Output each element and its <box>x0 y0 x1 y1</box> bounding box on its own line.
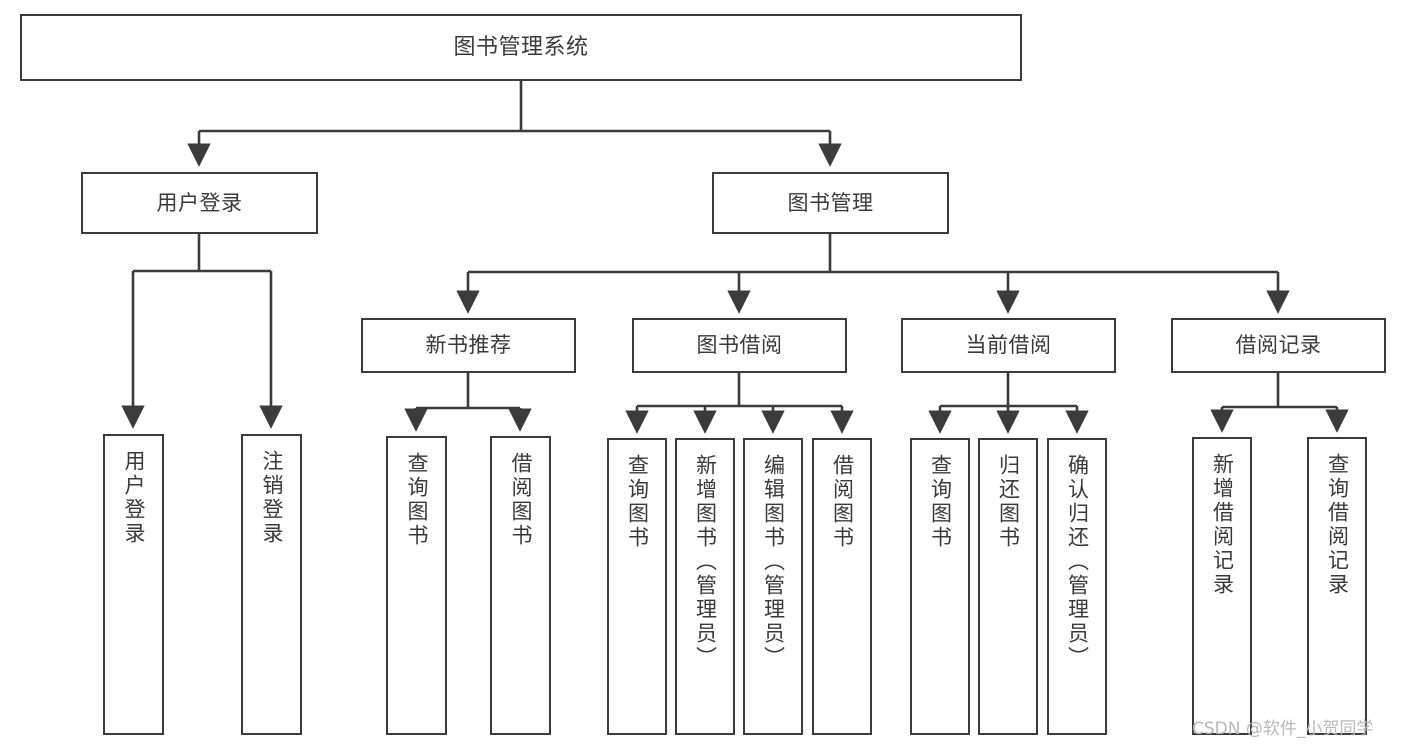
node-book-borrow[interactable]: 图书借阅 <box>632 318 847 373</box>
leaf-borrow-edit-book-admin[interactable]: 编辑图书（管理员） <box>743 438 803 735</box>
node-borrow-record[interactable]: 借阅记录 <box>1171 318 1386 373</box>
node-label: 查询借阅记录 <box>1325 453 1350 597</box>
node-user-login[interactable]: 用户登录 <box>81 172 318 234</box>
leaf-borrow-query-book[interactable]: 查询图书 <box>607 438 667 735</box>
node-label: 图书借阅 <box>696 333 783 358</box>
node-current-borrow[interactable]: 当前借阅 <box>901 318 1116 373</box>
node-label: 归还图书 <box>996 454 1021 550</box>
node-label: 编辑图书（管理员） <box>761 454 786 670</box>
leaf-user-login-login[interactable]: 用户登录 <box>103 434 164 735</box>
leaf-new-book-query-book[interactable]: 查询图书 <box>386 436 447 735</box>
node-label: 当前借阅 <box>965 333 1052 358</box>
node-root-system[interactable]: 图书管理系统 <box>20 14 1022 81</box>
leaf-user-login-logout[interactable]: 注销登录 <box>241 434 302 735</box>
leaf-current-return-book[interactable]: 归还图书 <box>978 438 1038 735</box>
leaf-borrow-borrow-book[interactable]: 借阅图书 <box>812 438 872 735</box>
node-label: 新增借阅记录 <box>1210 453 1235 597</box>
leaf-record-add-record[interactable]: 新增借阅记录 <box>1192 437 1252 735</box>
node-label: 图书管理系统 <box>453 34 589 60</box>
node-label: 借阅图书 <box>509 452 533 548</box>
node-label: 新增图书（管理员） <box>693 454 718 670</box>
node-label: 查询图书 <box>928 454 953 550</box>
node-label: 确认归还（管理员） <box>1065 454 1090 670</box>
leaf-record-query-record[interactable]: 查询借阅记录 <box>1307 437 1367 735</box>
node-label: 用户登录 <box>156 190 243 215</box>
node-label: 新书推荐 <box>425 333 512 358</box>
leaf-current-query-book[interactable]: 查询图书 <box>910 438 970 735</box>
node-label: 图书管理 <box>787 190 874 215</box>
leaf-borrow-add-book-admin[interactable]: 新增图书（管理员） <box>675 438 735 735</box>
node-label: 借阅记录 <box>1235 333 1322 358</box>
node-new-book-recommend[interactable]: 新书推荐 <box>361 318 576 373</box>
node-label: 注销登录 <box>260 450 284 546</box>
leaf-current-confirm-return-admin[interactable]: 确认归还（管理员） <box>1047 438 1107 735</box>
node-label: 查询图书 <box>405 452 429 548</box>
node-label: 用户登录 <box>122 450 146 546</box>
leaf-new-book-borrow-book[interactable]: 借阅图书 <box>490 436 551 735</box>
node-label: 查询图书 <box>625 454 650 550</box>
node-book-management[interactable]: 图书管理 <box>712 172 949 234</box>
node-label: 借阅图书 <box>830 454 855 550</box>
csdn-watermark: CSDN @软件_小贺同学 <box>1192 719 1374 739</box>
